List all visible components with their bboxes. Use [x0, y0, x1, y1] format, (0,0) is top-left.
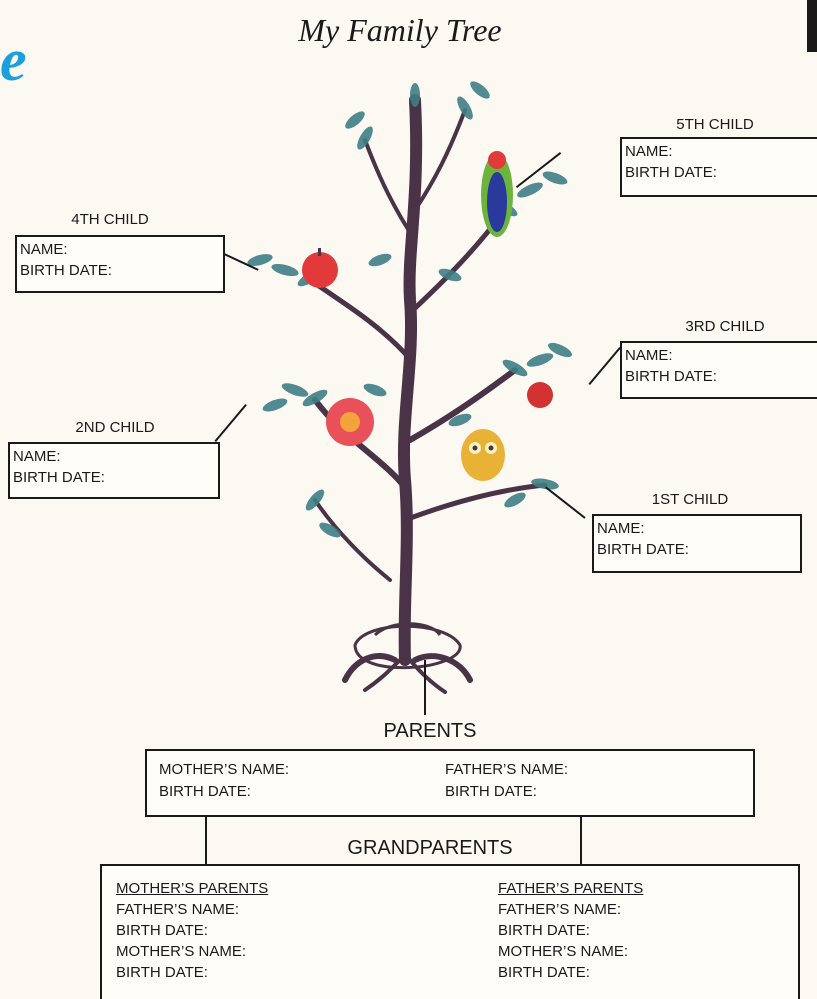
grandparents-card: MOTHER’S PARENTS FATHER’S NAME: BIRTH DA… [100, 864, 800, 999]
child-5-heading: 5TH CHILD [676, 116, 754, 133]
page-title: My Family Tree [298, 12, 502, 48]
mother-name-label: MOTHER’S NAME: [159, 761, 290, 778]
maternal-father-name-label: FATHER’S NAME: [116, 901, 240, 918]
apple-illustration [302, 248, 338, 288]
child-4-name-label: NAME: [20, 241, 68, 258]
maternal-heading: MOTHER’S PARENTS [116, 880, 269, 897]
parrot-illustration [481, 151, 513, 237]
maternal-father-birth-label: BIRTH DATE: [116, 922, 208, 939]
maternal-mother-birth-label: BIRTH DATE: [116, 964, 208, 981]
paternal-father-name-label: FATHER’S NAME: [498, 901, 622, 918]
red-apple-small-illustration [527, 382, 553, 408]
maternal-connector [205, 817, 207, 865]
child-1-heading: 1ST CHILD [651, 491, 729, 508]
child-3-heading: 3RD CHILD [685, 318, 765, 335]
paternal-heading: FATHER’S PARENTS [498, 880, 644, 897]
child-5-card: NAME: BIRTH DATE: [620, 137, 817, 197]
child-5-birth-label: BIRTH DATE: [625, 164, 717, 181]
grandparents-heading: GRANDPARENTS [347, 837, 513, 859]
corner-mark [807, 0, 817, 52]
child-1-card: NAME: BIRTH DATE: [592, 514, 802, 573]
child-1-name-label: NAME: [597, 520, 645, 537]
child-4-card: NAME: BIRTH DATE: [15, 235, 225, 293]
roots [353, 622, 462, 670]
child-2-heading: 2ND CHILD [75, 419, 155, 436]
child-2-birth-label: BIRTH DATE: [13, 469, 105, 486]
child-4-birth-label: BIRTH DATE: [20, 262, 112, 279]
father-birth-label: BIRTH DATE: [445, 783, 537, 800]
paternal-column: FATHER’S PARENTS FATHER’S NAME: BIRTH DA… [498, 878, 643, 983]
rose-illustration [326, 398, 374, 446]
parents-card: MOTHER’S NAME: BIRTH DATE: FATHER’S NAME… [145, 749, 755, 817]
child-3-card: NAME: BIRTH DATE: [620, 341, 817, 399]
owl-illustration [461, 429, 505, 481]
paternal-mother-birth-label: BIRTH DATE: [498, 964, 590, 981]
child-3-birth-label: BIRTH DATE: [625, 368, 717, 385]
maternal-mother-name-label: MOTHER’S NAME: [116, 943, 247, 960]
child-2-name-label: NAME: [13, 448, 61, 465]
child-4-heading: 4TH CHILD [71, 211, 149, 228]
mother-birth-label: BIRTH DATE: [159, 783, 251, 800]
parents-heading: PARENTS [383, 720, 477, 742]
maternal-column: MOTHER’S PARENTS FATHER’S NAME: BIRTH DA… [116, 878, 268, 983]
child-5-name-label: NAME: [625, 143, 673, 160]
paternal-father-birth-label: BIRTH DATE: [498, 922, 590, 939]
paternal-mother-name-label: MOTHER’S NAME: [498, 943, 629, 960]
trunk-to-parents-connector [424, 660, 426, 715]
tree-illustration [247, 81, 572, 694]
paternal-connector [580, 817, 582, 865]
child-2-card: NAME: BIRTH DATE: [8, 442, 220, 499]
logo-fragment: e [0, 27, 27, 93]
child-3-name-label: NAME: [625, 347, 673, 364]
child-1-birth-label: BIRTH DATE: [597, 541, 689, 558]
father-name-label: FATHER’S NAME: [445, 761, 569, 778]
